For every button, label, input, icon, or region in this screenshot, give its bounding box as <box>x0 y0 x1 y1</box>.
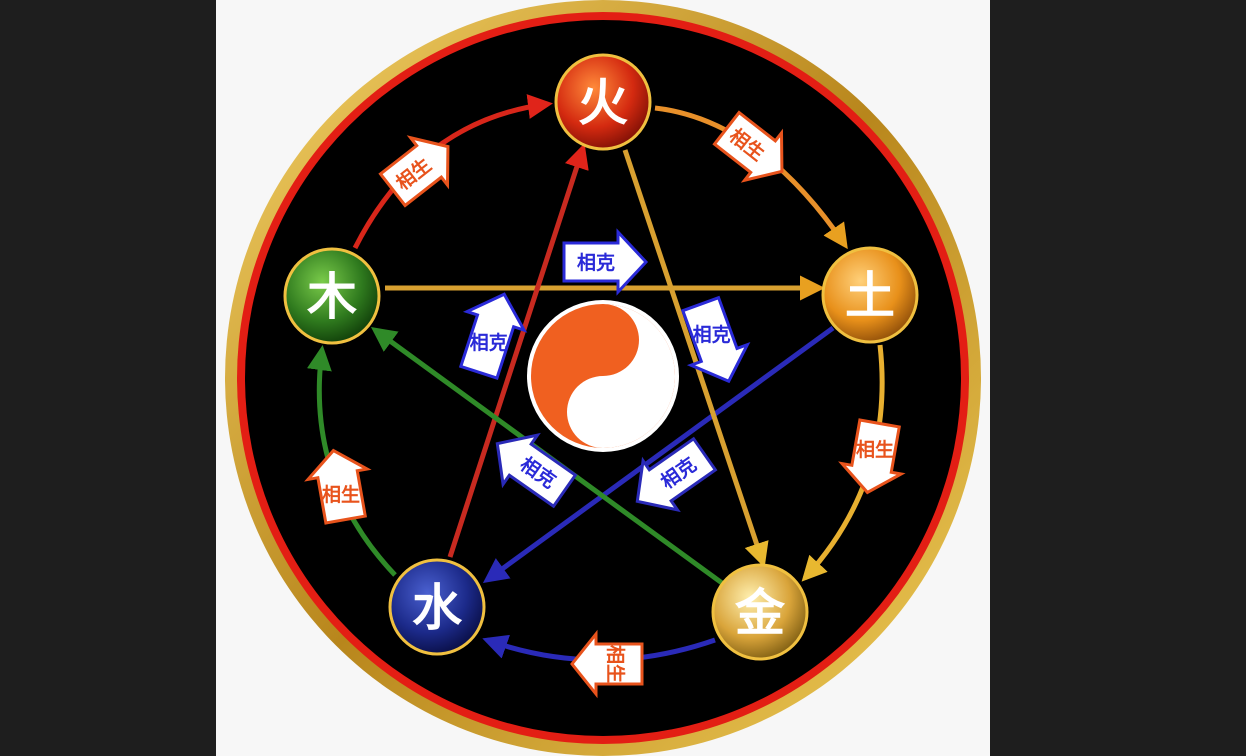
overcoming-label-text: 相克 <box>577 251 615 274</box>
label-overcoming-earth-water: 相克 <box>635 436 718 513</box>
generating-label-text: 相生 <box>856 438 894 461</box>
element-fire-label: 火 <box>578 74 628 132</box>
overcoming-label-text: 相克 <box>470 331 508 354</box>
label-generating-water-wood: 相生 <box>304 448 372 525</box>
label-generating-metal-water: 相生 <box>570 629 644 699</box>
element-metal-label: 金 <box>735 584 786 642</box>
label-generating-earth-metal: 相生 <box>838 418 906 495</box>
label-generating-wood-fire: 相生 <box>378 135 450 208</box>
element-water: 水 <box>388 558 486 656</box>
element-wood: 木 <box>283 247 381 345</box>
yin-yang-symbol <box>527 300 679 452</box>
arrow-earth-to-water <box>482 325 835 583</box>
generating-label-text: 相生 <box>322 483 360 506</box>
element-fire: 火 <box>554 53 652 151</box>
overcoming-label-text: 相克 <box>693 323 731 346</box>
generating-label-text: 相生 <box>604 645 627 683</box>
label-overcoming-wood-earth: 相克 <box>562 228 649 296</box>
generating-labels: 相生 相生 相生 相生 相生 <box>304 110 906 699</box>
label-overcoming-fire-metal: 相克 <box>680 295 751 384</box>
label-overcoming-metal-wood: 相克 <box>495 432 578 509</box>
element-earth-label: 土 <box>845 267 895 325</box>
arrow-fire-to-metal <box>622 149 769 568</box>
overcoming-labels: 相克 相克 相克 相克 相克 <box>458 228 751 513</box>
label-generating-fire-earth: 相生 <box>712 110 784 183</box>
label-overcoming-water-fire: 相克 <box>458 292 528 380</box>
element-earth: 土 <box>821 246 919 344</box>
element-water-label: 水 <box>412 579 463 637</box>
element-metal: 金 <box>711 563 809 661</box>
arrow-water-to-fire <box>447 143 589 558</box>
element-wood-label: 木 <box>307 268 357 326</box>
